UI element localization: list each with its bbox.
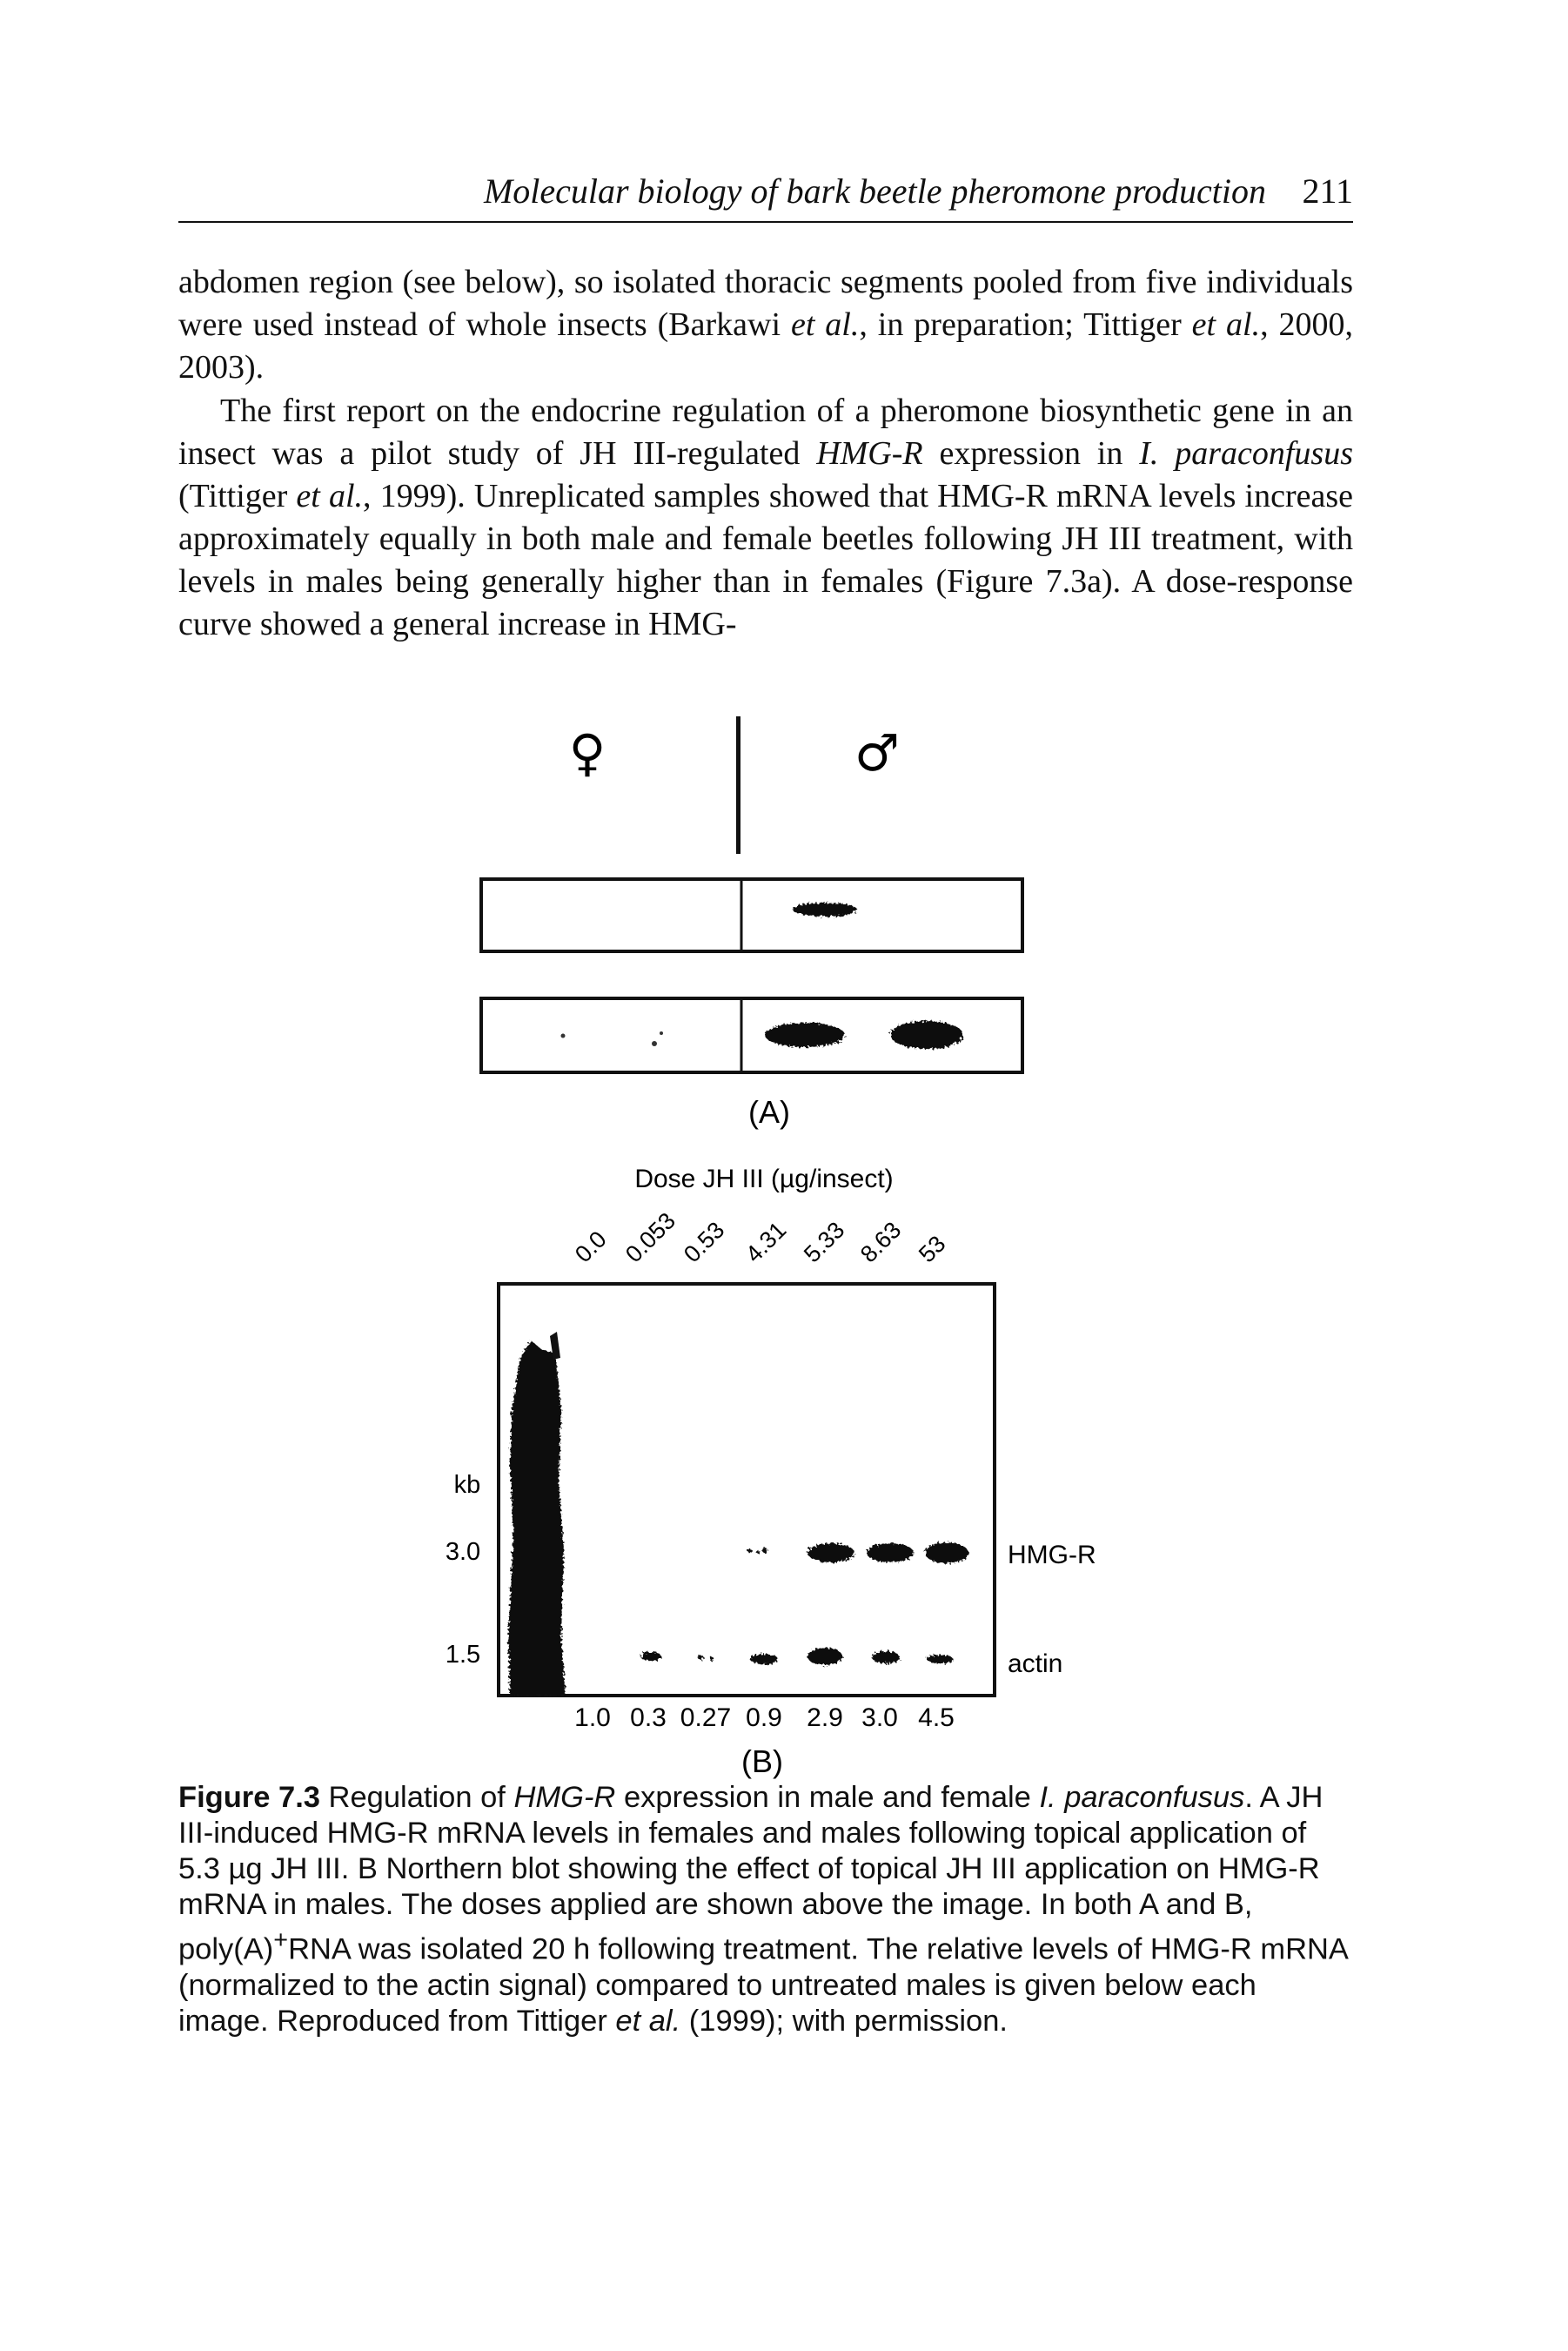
blot-band [750,1654,778,1664]
panel-a: ♀ ♂ (A) [479,716,1024,1130]
male-symbol: ♂ [854,723,900,783]
text-run: I. paraconfusus [1039,1781,1245,1814]
label-hmgr: HMG-R [1008,1541,1096,1569]
sex-divider [736,716,740,854]
text-run: RNA was isolated 20 h following treatmen… [178,1932,1348,2038]
text-run: HMG-R [816,435,923,472]
text-run: et al. [790,306,860,343]
female-symbol: ♀ [569,723,606,783]
blot-band [925,1542,968,1563]
blot-band [927,1655,953,1663]
text-run: Regulation of [319,1781,514,1814]
dose-label: 0.53 [679,1217,729,1267]
text-run: et al. [1191,306,1261,343]
text-run: , 2000, 2003). [178,306,1354,386]
relative-level: 3.0 [861,1703,898,1732]
marker-3kb: 3.0 [446,1538,480,1566]
kb-label: kb [454,1471,481,1499]
panel-b: Dose JH III (µg/insect) 0.0 0.053 0.53 4… [446,1165,1096,1779]
dose-label: 4.31 [740,1217,791,1267]
blot-band [872,1651,900,1663]
relative-level: 0.9 [746,1703,782,1732]
label-actin: actin [1008,1649,1062,1678]
text-run: abdomen region (see below), so isolated … [178,264,1353,343]
text-run: HMG-R [513,1781,616,1814]
dose-label: 0.053 [620,1207,680,1267]
blot-speck [756,1550,760,1554]
blot-speck [560,1033,566,1038]
text-run: (Tittiger [178,478,297,514]
text-run: (1999); with permission. [680,2004,1008,2038]
blot-speck [747,1548,753,1554]
blot-band [867,1543,914,1562]
blot-speck [709,1656,714,1662]
running-title: Molecular biology of bark beetle pheromo… [483,171,1266,211]
panel-a-label: (A) [748,1094,790,1130]
blot-band [640,1652,661,1661]
relative-level: 0.27 [680,1703,731,1732]
text-run: I. paraconfusus [1139,435,1353,472]
blot-smear-lane [508,1340,566,1696]
dose-axis-title: Dose JH III (µg/insect) [634,1165,893,1193]
figure-label: Figure 7.3 [178,1781,320,1814]
relative-levels: 1.0 0.3 0.27 0.9 2.9 3.0 4.5 [574,1703,955,1732]
blot-frame-northern [497,1282,996,1697]
text-run: expression in [922,435,1140,472]
blot-speck [762,1548,767,1553]
body-paragraph-2: The first report on the endocrine regula… [178,390,1353,646]
dose-label: 0.0 [570,1226,612,1267]
relative-level: 2.9 [807,1703,843,1732]
dose-label: 5.33 [799,1217,849,1267]
figure-caption: Figure 7.3 Regulation of HMG-R expressio… [178,1780,1353,2039]
text-run: et al. [615,2004,681,2038]
blot-smear-tail [550,1332,560,1360]
text-run: The first report on the endocrine regula… [178,393,1353,472]
page-number: 211 [1302,171,1353,211]
text-run: . A JH III-induced HMG-R mRNA levels in … [178,1781,1323,1966]
blot-band [765,1023,845,1047]
blot-speck [660,1031,663,1035]
dose-label: 8.63 [855,1217,906,1267]
hmgr-bands [747,1542,968,1563]
blot-band [890,1021,963,1049]
text-run: et al. [296,478,364,514]
text-run: expression in male and female [615,1781,1040,1814]
blot-frame-actin [479,997,1024,1074]
dose-labels: 0.0 0.053 0.53 4.31 5.33 8.63 53 [570,1207,950,1267]
body-paragraph-1: abdomen region (see below), so isolated … [178,261,1353,389]
relative-level: 4.5 [918,1703,955,1732]
blot-band [793,903,857,917]
relative-level: 0.3 [630,1703,667,1732]
running-head: Molecular biology of bark beetle pheromo… [178,171,1353,223]
relative-level: 1.0 [574,1703,611,1732]
marker-1.5kb: 1.5 [446,1641,480,1669]
panel-b-label: (B) [741,1743,783,1779]
dose-label: 53 [914,1231,950,1267]
superscript: + [273,1926,289,1954]
blot-band [807,1543,854,1562]
actin-bands [640,1648,953,1665]
blot-speck [652,1041,657,1046]
blot-speck [698,1655,703,1660]
header-rule [178,221,1353,223]
text-run: , in preparation; Tittiger [859,306,1192,343]
blot-band [807,1648,842,1665]
blot-frame-hmgr [479,877,1024,953]
text-run: , 1999). Unreplicated samples showed tha… [178,478,1353,642]
